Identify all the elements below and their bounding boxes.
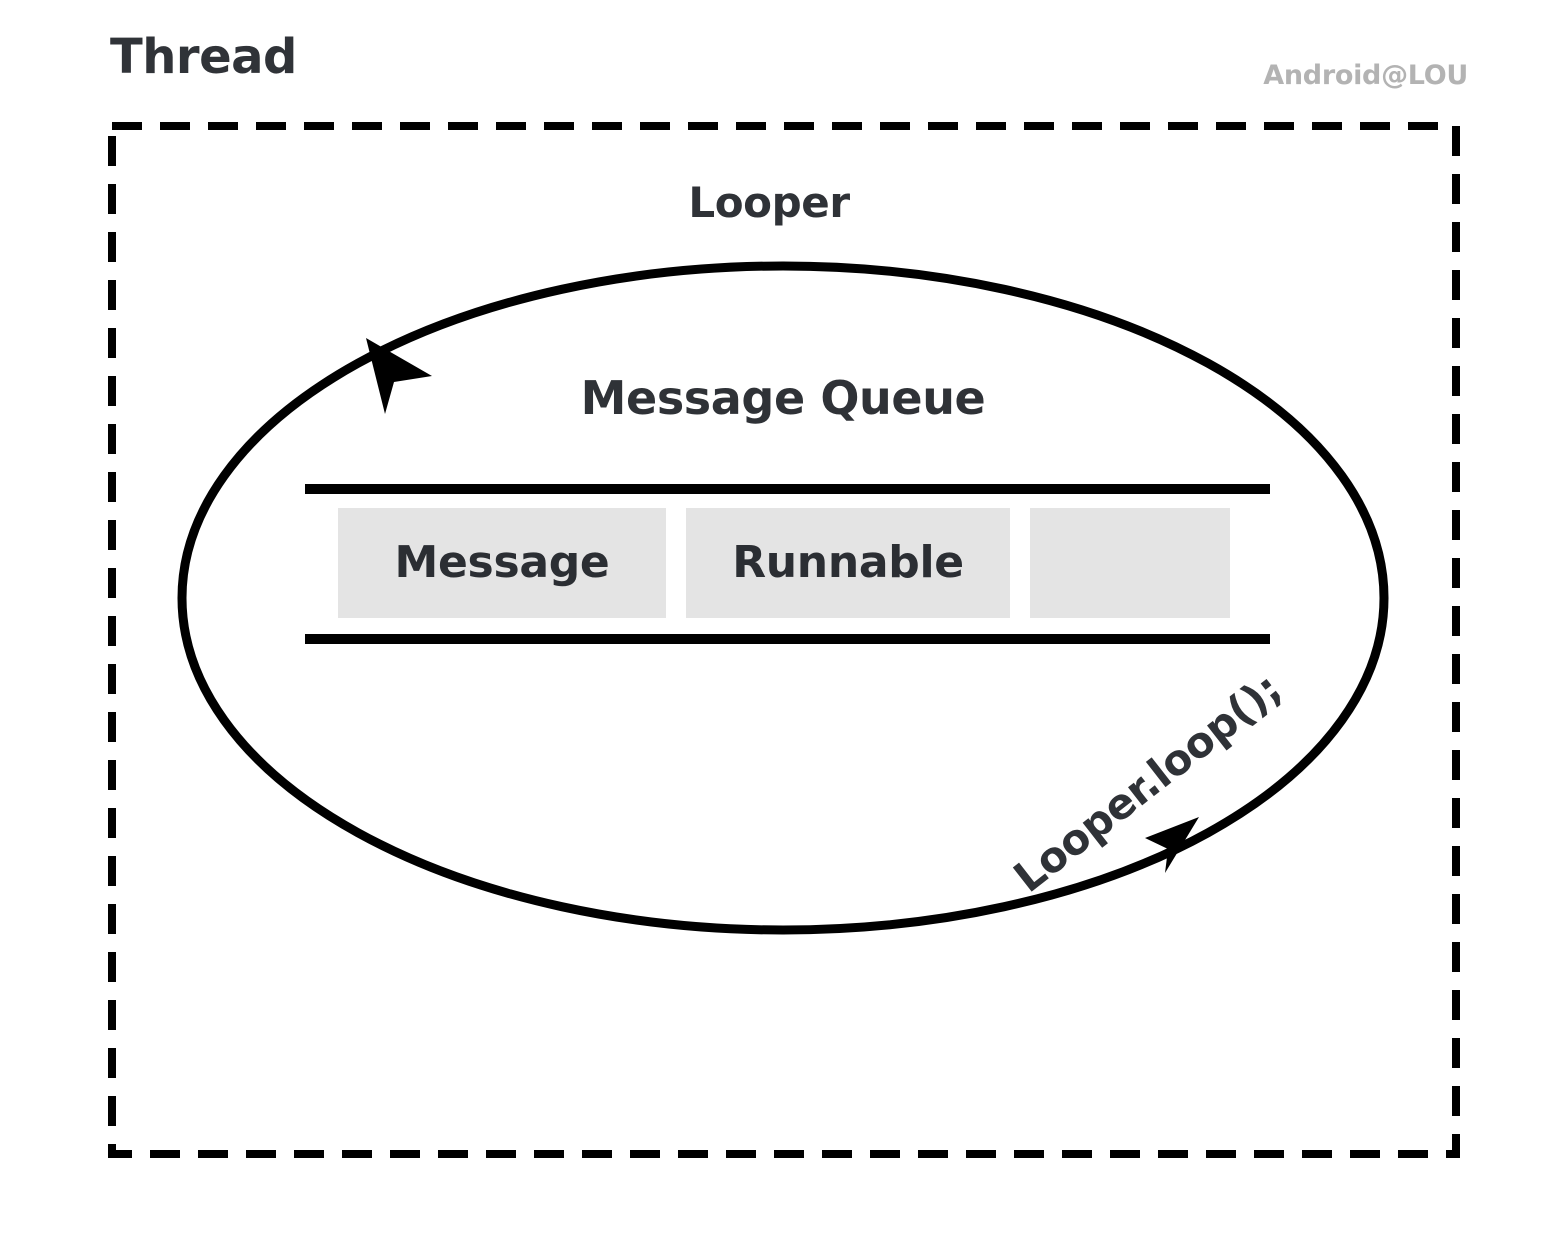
thread-boundary-shape <box>108 122 1460 1158</box>
queue-slot-empty[interactable] <box>1030 508 1230 618</box>
thread-boundary-rect <box>108 122 1460 1158</box>
queue-rail-bottom <box>305 634 1270 644</box>
thread-dashed-boundary <box>108 122 1460 1158</box>
page-title: Thread <box>110 29 297 85</box>
watermark-label: Android@LOU <box>1263 60 1468 91</box>
looper-label: Looper <box>0 182 1568 224</box>
queue-slot-message-label: Message <box>394 537 610 588</box>
message-queue-label: Message Queue <box>0 375 1568 421</box>
message-queue-label-text: Message Queue <box>580 371 986 425</box>
message-queue-slots: Message Runnable <box>338 508 1230 618</box>
queue-slot-runnable-label: Runnable <box>732 537 964 588</box>
queue-slot-message[interactable]: Message <box>338 508 666 618</box>
looper-label-text: Looper <box>688 178 850 227</box>
queue-slot-runnable[interactable]: Runnable <box>686 508 1010 618</box>
queue-rail-top <box>305 484 1270 494</box>
